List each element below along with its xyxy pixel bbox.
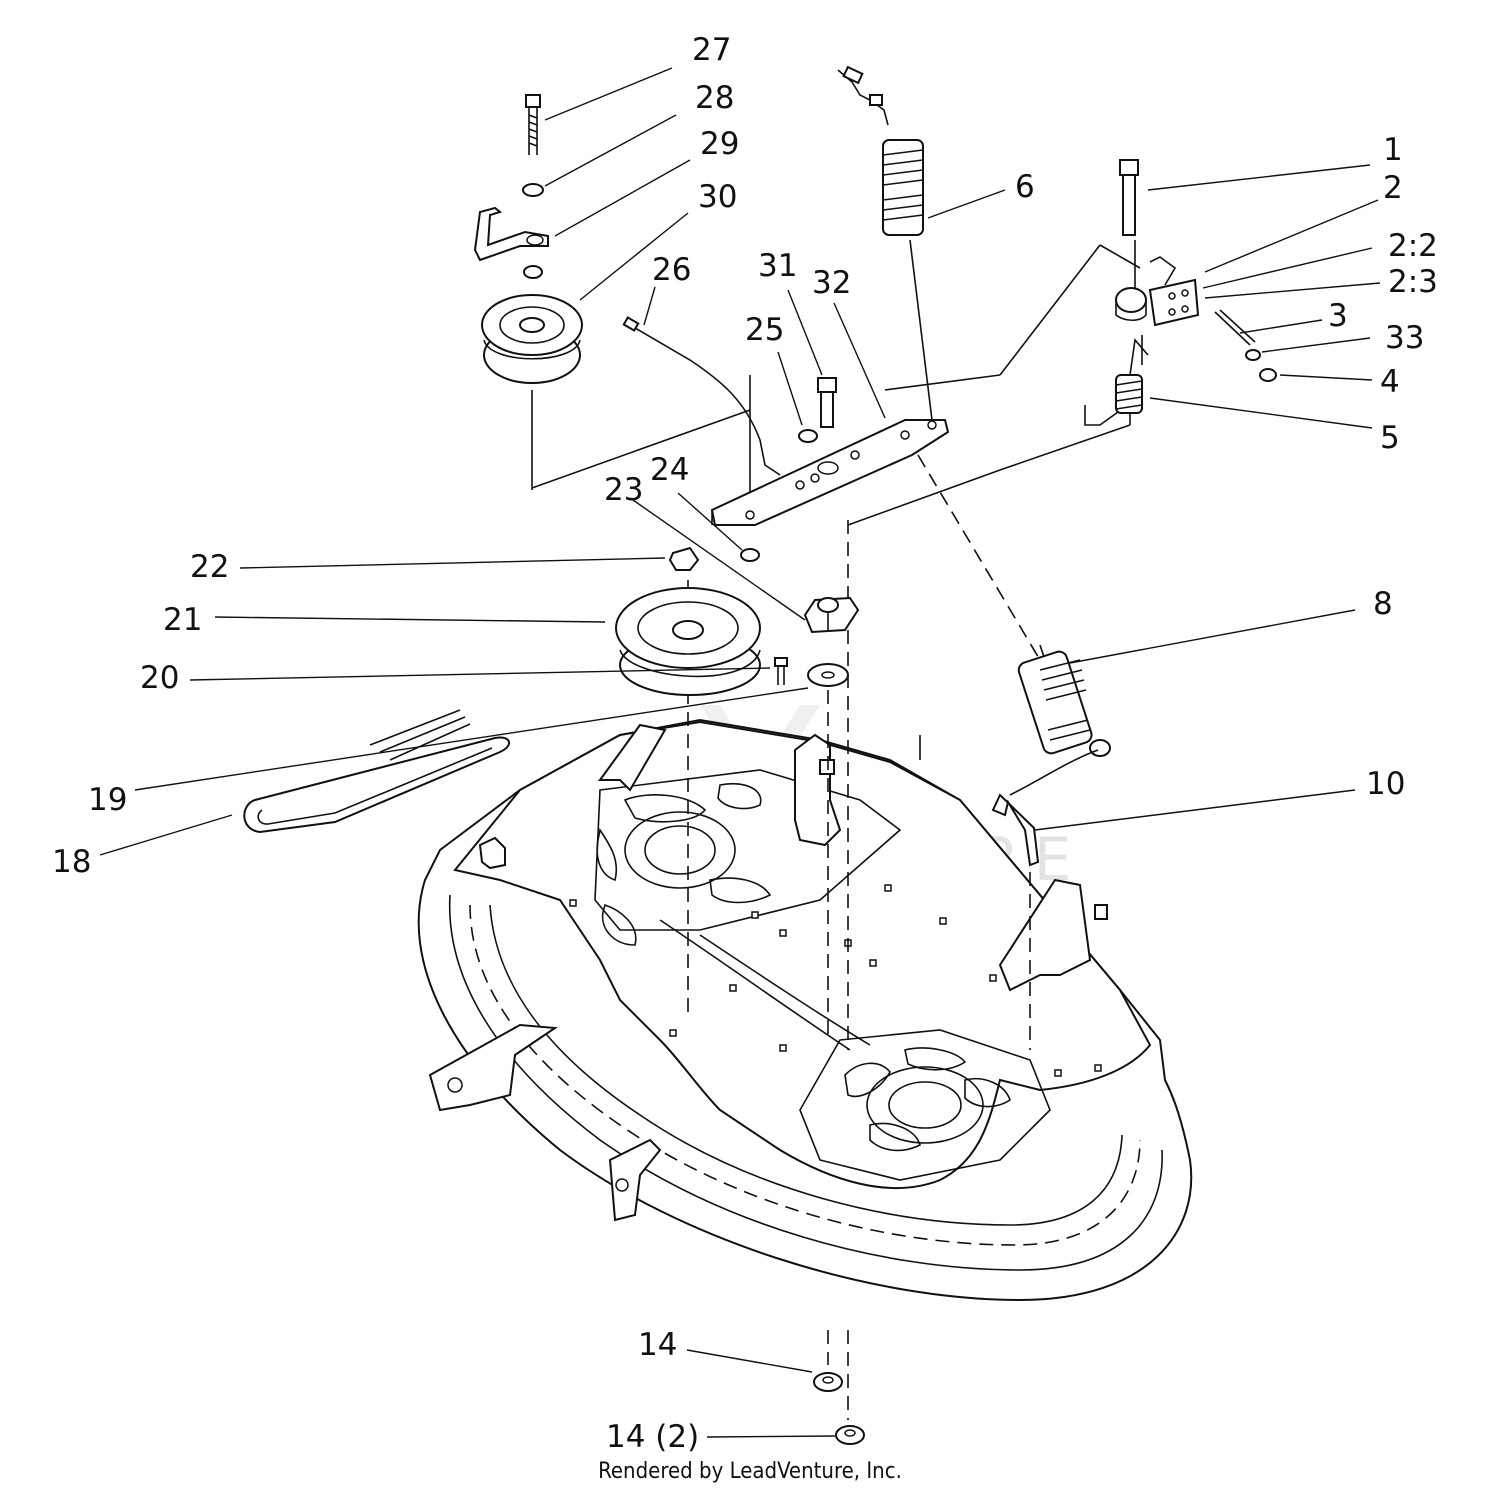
footer-credit: Rendered by LeadVenture, Inc. — [598, 1459, 902, 1484]
pivot-bracket-23 — [803, 596, 860, 634]
rod-3 — [1214, 311, 1251, 346]
nut-22 — [668, 546, 700, 571]
callout-8: 8 — [1373, 586, 1393, 622]
callout-26: 26 — [652, 252, 691, 288]
callout-22: 22 — [190, 549, 229, 585]
callout-27: 27 — [692, 32, 731, 68]
spring-6 — [837, 65, 924, 236]
callout-32: 32 — [812, 265, 851, 301]
pulley-21 — [615, 587, 761, 696]
idler-arm-29 — [473, 206, 549, 262]
bolt-1 — [1119, 159, 1139, 236]
callout-18: 18 — [52, 844, 91, 880]
belt-18 — [243, 709, 510, 834]
callout-29: 29 — [700, 126, 739, 162]
bolt-27 — [525, 94, 541, 155]
callout-30: 30 — [698, 179, 737, 215]
callout-31: 31 — [758, 248, 797, 284]
callout-3: 3 — [1328, 298, 1348, 334]
washer-small — [523, 265, 543, 279]
idler-pulley-30 — [481, 294, 583, 384]
callout-6: 6 — [1015, 169, 1035, 205]
idler-plate-32 — [710, 419, 950, 526]
washer-33 — [1245, 349, 1261, 361]
screw-20 — [774, 657, 788, 685]
callout-5: 5 — [1380, 420, 1400, 456]
callout-2-3: 2:3 — [1388, 264, 1438, 300]
rod-10 — [991, 793, 1040, 867]
torsion-spring-5 — [1084, 338, 1149, 426]
leader-lines — [99, 67, 1381, 1438]
callout-19: 19 — [88, 782, 127, 818]
callout-14: 14 — [638, 1327, 677, 1363]
callout-2-2: 2:2 — [1388, 228, 1438, 264]
shoulder-bolt-31 — [817, 377, 837, 428]
callout-14-pair: 14 (2) — [606, 1419, 699, 1455]
callout-1: 1 — [1383, 132, 1403, 168]
washer-28 — [522, 183, 544, 197]
callout-labels: 27 28 29 30 26 31 32 25 24 23 22 21 20 1… — [52, 32, 1438, 1455]
callout-20: 20 — [140, 660, 179, 696]
cable-26 — [629, 324, 781, 476]
callout-24: 24 — [650, 452, 689, 488]
mower-deck — [417, 718, 1193, 1302]
callout-33: 33 — [1385, 320, 1424, 356]
callout-10: 10 — [1366, 766, 1405, 802]
callout-28: 28 — [695, 80, 734, 116]
nut-14 — [813, 1372, 843, 1392]
callout-25: 25 — [745, 312, 784, 348]
callout-2: 2 — [1383, 170, 1403, 206]
nut-25 — [798, 429, 818, 443]
nut-14-pair — [835, 1425, 865, 1445]
spring-8 — [1017, 644, 1111, 757]
bracket-2 — [1115, 256, 1200, 327]
callout-4: 4 — [1380, 364, 1400, 400]
callout-21: 21 — [163, 602, 202, 638]
callout-23: 23 — [604, 472, 643, 508]
nut-4 — [1259, 368, 1277, 382]
nut-24 — [740, 548, 760, 562]
